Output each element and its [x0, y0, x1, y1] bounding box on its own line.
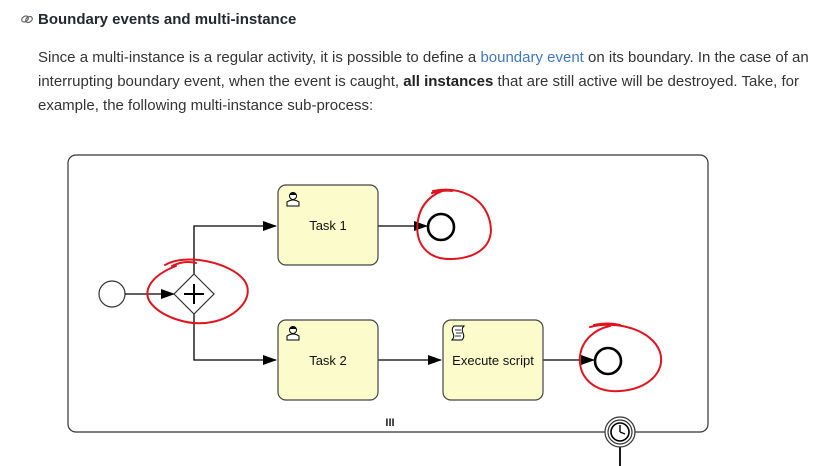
link-icon[interactable]	[20, 12, 34, 26]
annotation-circle-gateway	[146, 258, 249, 325]
intro-paragraph: Since a multi-instance is a regular acti…	[38, 46, 828, 118]
annotation-circle-end-2	[578, 322, 663, 393]
paragraph-bold: all instances	[403, 73, 494, 90]
annotation-circle-end-1	[416, 188, 492, 261]
flow-gateway-task1	[193, 221, 277, 274]
boundary-event-link[interactable]: boundary event	[480, 49, 584, 66]
script-task-icon	[450, 325, 466, 341]
start-event[interactable]	[98, 280, 126, 308]
task-2-label: Task 2	[309, 353, 347, 368]
task-1[interactable]: Task 1	[277, 184, 379, 266]
flow-gateway-task2	[193, 314, 277, 365]
task-2[interactable]: Task 2	[277, 319, 379, 401]
timer-boundary-event-icon[interactable]	[604, 416, 636, 466]
multi-instance-marker: III	[385, 417, 394, 429]
paragraph-text-2: on its boundary. In the case of an inter…	[38, 49, 809, 90]
section-heading: Boundary events and multi-instance	[20, 9, 296, 29]
paragraph-text-1: Since a multi-instance is a regular acti…	[38, 49, 481, 66]
section-heading-text: Boundary events and multi-instance	[38, 10, 297, 28]
task-1-label: Task 1	[309, 218, 347, 233]
parallel-gateway-icon[interactable]	[173, 273, 215, 315]
user-task-icon	[286, 192, 300, 207]
script-task-label: Execute script	[452, 353, 534, 368]
paragraph-text-3: that are still active will be destroyed.…	[38, 73, 799, 114]
subprocess-box[interactable]	[67, 154, 709, 433]
execute-script-task[interactable]: Execute script	[442, 319, 544, 401]
end-event-2[interactable]	[593, 346, 623, 376]
end-event-1[interactable]	[426, 212, 456, 242]
user-task-icon	[286, 326, 300, 341]
